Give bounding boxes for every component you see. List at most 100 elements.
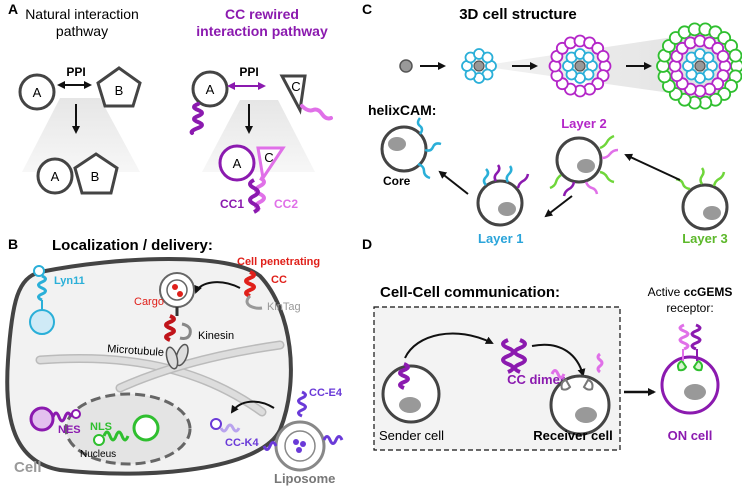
cc-e4-helix-top bbox=[297, 390, 307, 418]
helixcam-label: helixCAM: bbox=[368, 102, 436, 118]
layer2-helix-4 bbox=[584, 181, 599, 195]
receiver-helix-right bbox=[596, 352, 604, 374]
receiver-receptor-left bbox=[560, 378, 572, 391]
layer1-helix-1 bbox=[482, 168, 490, 186]
cargo-kintag-helix bbox=[164, 314, 176, 342]
cc-delivery-arrow bbox=[194, 281, 241, 294]
cc-title-line1: CC rewired bbox=[225, 6, 299, 22]
complex-a-label: A bbox=[51, 169, 60, 184]
layer1-helix-2 bbox=[493, 164, 501, 182]
kinesin-label: Kinesin bbox=[198, 330, 234, 342]
kintag-tail bbox=[245, 294, 263, 310]
on-cell-label: ON cell bbox=[668, 428, 713, 443]
kinesin-hook bbox=[179, 322, 192, 340]
panel-d: D Cell-Cell communication: Active ccGEMS… bbox=[362, 236, 733, 451]
cell-penetrating-helix bbox=[244, 270, 256, 298]
layer3-helix-3 bbox=[712, 171, 726, 187]
cc-k4-helix bbox=[219, 423, 241, 433]
panel-d-letter: D bbox=[362, 236, 372, 252]
assembly-arrow-l1-core bbox=[438, 170, 469, 195]
panel-a-letter: A bbox=[8, 1, 18, 17]
on-dimer-helix-2 bbox=[690, 323, 702, 351]
panel-d-title: Cell-Cell communication: bbox=[380, 284, 560, 301]
protein-b-pentagon bbox=[96, 66, 142, 108]
kinesin-head-2 bbox=[165, 346, 179, 370]
layer1-nucleus bbox=[498, 202, 516, 216]
on-nucleus bbox=[684, 384, 706, 400]
lyn11-cargo-circle bbox=[29, 309, 55, 335]
layer1-ring-cell bbox=[582, 51, 595, 64]
layer2-nucleus bbox=[577, 159, 595, 173]
cc2-protein-c-label: C bbox=[264, 150, 273, 165]
cc-e4-helix-left bbox=[262, 441, 278, 451]
liposome-inner bbox=[284, 430, 316, 462]
nls-anchor bbox=[93, 434, 105, 446]
protein-b-label: B bbox=[115, 83, 124, 98]
lyn11-helix bbox=[37, 274, 47, 302]
liposome-fusion-arrow bbox=[230, 400, 275, 414]
nes-label: NES bbox=[58, 424, 81, 436]
panel-b-title: Localization / delivery: bbox=[52, 237, 213, 254]
cc-e4-label: CC-E4 bbox=[309, 387, 343, 399]
cc2-label: CC2 bbox=[274, 197, 298, 211]
cc1-protein-a-circle bbox=[218, 144, 256, 182]
kinesin-head-1 bbox=[175, 343, 189, 367]
microtubule-strand-2 bbox=[37, 355, 265, 415]
cc1-protein-a-label: A bbox=[233, 156, 242, 171]
protein-a-label: A bbox=[33, 85, 42, 100]
liposome-label: Liposome bbox=[274, 471, 335, 486]
cc1-label: CC1 bbox=[220, 197, 244, 211]
layer2-ring-cell bbox=[596, 50, 610, 63]
receiver-helix-left bbox=[550, 369, 566, 379]
microtubule-strand-4 bbox=[117, 342, 283, 391]
cc-k4-label: CC-K4 bbox=[225, 437, 259, 449]
cc2-protein-c-triangle bbox=[256, 146, 286, 182]
liposome-cargo-2 bbox=[300, 441, 306, 447]
cell-penetrating-label: Cell penetrating bbox=[237, 256, 320, 268]
layer3-nucleus bbox=[703, 206, 721, 220]
natural-title-line1: Natural interaction bbox=[25, 6, 139, 22]
nls-label: NLS bbox=[90, 421, 112, 433]
on-dimer-helix-1 bbox=[678, 323, 690, 351]
cc-k4-anchor bbox=[210, 418, 222, 430]
layer1-helix-3 bbox=[505, 165, 513, 183]
sender-label: Sender cell bbox=[379, 428, 444, 443]
release-arrow bbox=[404, 332, 494, 359]
layer2-helix-6 bbox=[549, 174, 562, 190]
dimer-helix-2 bbox=[513, 338, 527, 374]
layer2-helix-3 bbox=[599, 170, 615, 184]
binding-arrow bbox=[531, 343, 586, 377]
layer1-ring-cell bbox=[702, 51, 715, 64]
layer2-ring-cell bbox=[716, 50, 730, 63]
natural-beam bbox=[22, 98, 140, 172]
layer1-cluster bbox=[461, 48, 497, 84]
panel-c-letter: C bbox=[362, 1, 372, 17]
layer3-cell bbox=[681, 183, 729, 231]
cell-label: Cell bbox=[14, 459, 42, 476]
sender-helix bbox=[398, 362, 410, 390]
nls-cargo bbox=[132, 414, 160, 442]
core-label: Core bbox=[383, 174, 411, 188]
nls-helix bbox=[102, 430, 130, 442]
cargo-dot-1 bbox=[172, 284, 178, 290]
ppi-label-right: PPI bbox=[239, 65, 258, 79]
layer2-helix-2 bbox=[601, 148, 619, 160]
cc-protein-a-label: A bbox=[206, 82, 215, 97]
layer1-cell bbox=[476, 179, 524, 227]
ppi-label-left: PPI bbox=[66, 65, 85, 79]
core-helix-2 bbox=[424, 142, 442, 152]
cc-label: CC bbox=[271, 274, 287, 286]
layer3-helix-2 bbox=[699, 167, 705, 185]
active-receptor-line1: Active ccGEMS bbox=[648, 285, 733, 299]
layer3-cluster bbox=[656, 22, 742, 110]
layer3-label: Layer 3 bbox=[682, 231, 728, 246]
receiver-cell bbox=[549, 374, 611, 436]
sender-nucleus bbox=[399, 397, 421, 413]
active-receptor-line2: receptor: bbox=[666, 301, 713, 315]
receiver-nucleus bbox=[575, 407, 597, 423]
complex-b-label: B bbox=[91, 169, 100, 184]
core-nucleus bbox=[388, 137, 406, 151]
layer2-helix-1 bbox=[599, 134, 615, 150]
layer3-ring-cell bbox=[728, 48, 742, 63]
layer2-label: Layer 2 bbox=[561, 116, 607, 131]
